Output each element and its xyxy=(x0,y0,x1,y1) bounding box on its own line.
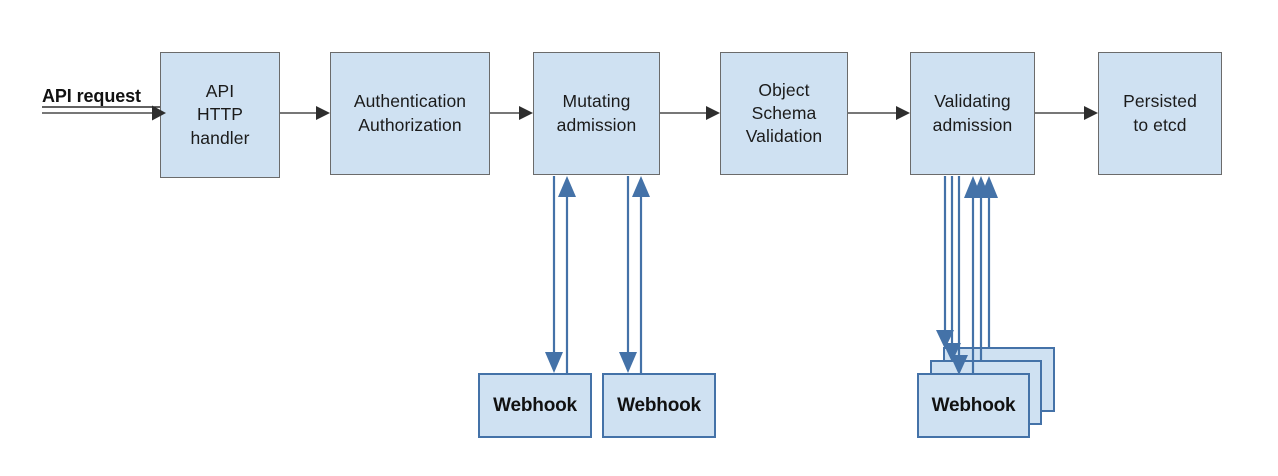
stage-box-validating-admission[interactable]: Validating admission xyxy=(910,52,1035,175)
connector-validating-return-1 xyxy=(964,176,982,375)
stage-box-object-schema-validation[interactable]: Object Schema Validation xyxy=(720,52,848,175)
connector-auth-to-mutating xyxy=(490,106,533,120)
stage-box-api-http-handler[interactable]: API HTTP handler xyxy=(160,52,280,178)
connector-validating-call-1 xyxy=(950,176,968,375)
connector-validating-return-3 xyxy=(980,176,998,349)
stage-box-persisted-to-etcd[interactable]: Persisted to etcd xyxy=(1098,52,1222,175)
connector-mutating-return-1 xyxy=(558,176,576,373)
connector-handler-to-auth xyxy=(280,106,330,120)
connector-schema-to-validating xyxy=(848,106,910,120)
connector-mutating-to-schema xyxy=(660,106,720,120)
connector-validating-call-3 xyxy=(936,176,954,349)
connector-validating-call-2 xyxy=(943,176,961,362)
connector-mutating-call-2 xyxy=(619,176,637,373)
stage-box-authentication-authorization[interactable]: Authentication Authorization xyxy=(330,52,490,175)
connector-validating-to-etcd xyxy=(1035,106,1098,120)
connector-api-request xyxy=(42,105,166,121)
webhook-box-validating-1[interactable]: Webhook xyxy=(917,373,1030,438)
connector-validating-return-2 xyxy=(972,176,990,362)
connector-mutating-call-1 xyxy=(545,176,563,373)
stage-box-mutating-admission[interactable]: Mutating admission xyxy=(533,52,660,175)
connector-mutating-return-2 xyxy=(632,176,650,373)
webhook-box-mutating-1[interactable]: Webhook xyxy=(478,373,592,438)
api-request-label: API request xyxy=(42,86,141,106)
webhook-box-mutating-2[interactable]: Webhook xyxy=(602,373,716,438)
